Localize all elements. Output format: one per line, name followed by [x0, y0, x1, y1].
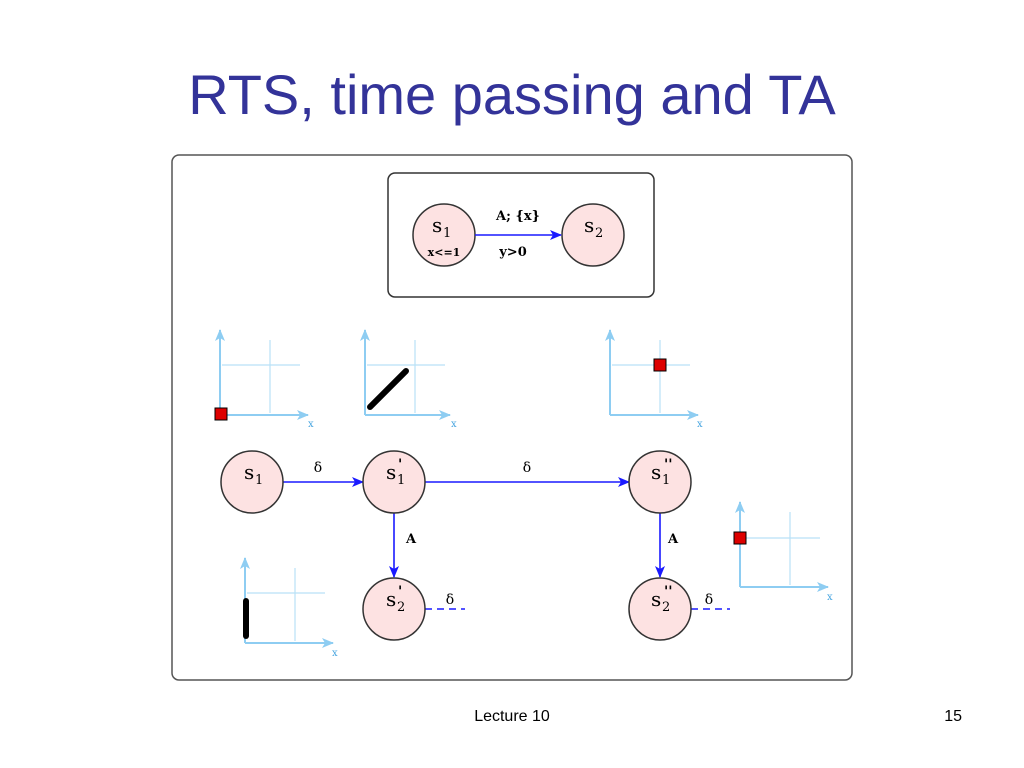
delay-label-3: δ	[446, 592, 454, 608]
delay-label-2: δ	[523, 460, 531, 476]
automaton-s2-name: s	[584, 213, 594, 237]
automaton-s1-sub: 1	[443, 226, 451, 241]
clock-region-diagonal	[367, 368, 409, 410]
clock-plot-2: x	[360, 329, 457, 430]
rts-state-s1: s 1	[220, 450, 284, 514]
svg-text:s: s	[651, 587, 661, 611]
clock-plot-4-xlabel: x	[332, 648, 338, 659]
footer-lecture: Lecture 10	[474, 708, 550, 725]
clock-plot-3: x	[605, 329, 703, 430]
automaton-s1-name: s	[432, 213, 442, 237]
clock-plot-1-xlabel: x	[308, 419, 314, 430]
svg-text:': '	[398, 457, 402, 473]
clock-plot-3-xlabel: x	[697, 419, 703, 430]
action-label-1: A	[405, 532, 417, 547]
automaton-edge-label: A; {x}	[495, 209, 540, 224]
automaton-s2-sub: 2	[595, 226, 603, 241]
rts-state-s1-double-prime: s 1 ''	[628, 450, 692, 514]
svg-text:'': ''	[664, 457, 673, 473]
clock-point-3	[653, 358, 667, 372]
svg-text:1: 1	[397, 473, 405, 488]
rts-state-s1-prime: s 1 '	[362, 450, 426, 514]
svg-text:1: 1	[255, 473, 263, 488]
clock-plot-4: x	[240, 557, 338, 659]
automaton-state-s2	[561, 203, 625, 267]
clock-point-5	[733, 531, 747, 545]
svg-text:': '	[398, 584, 402, 600]
svg-text:s: s	[386, 460, 396, 484]
automaton-guard: y>0	[498, 245, 527, 260]
svg-text:2: 2	[397, 600, 405, 615]
clock-plot-2-xlabel: x	[451, 419, 457, 430]
footer-page-number: 15	[944, 708, 962, 725]
svg-text:2: 2	[662, 600, 670, 615]
svg-text:s: s	[386, 587, 396, 611]
svg-text:1: 1	[662, 473, 670, 488]
automaton-invariant: x<=1	[428, 246, 461, 259]
svg-text:s: s	[651, 460, 661, 484]
rts-state-s2-double-prime: s 2 ''	[628, 577, 692, 641]
slide-title: RTS, time passing and TA	[188, 63, 836, 126]
delay-label-1: δ	[314, 460, 322, 476]
clock-plot-1: x	[214, 329, 314, 430]
clock-point-1	[214, 407, 228, 421]
clock-plot-5-xlabel: x	[827, 592, 833, 603]
clock-plot-5: x	[733, 501, 833, 603]
delay-label-4: δ	[705, 592, 713, 608]
svg-text:s: s	[244, 460, 254, 484]
action-label-2: A	[667, 532, 679, 547]
figure-frame	[171, 154, 853, 681]
svg-text:'': ''	[664, 584, 673, 600]
rts-state-s2-prime: s 2 '	[362, 577, 426, 641]
